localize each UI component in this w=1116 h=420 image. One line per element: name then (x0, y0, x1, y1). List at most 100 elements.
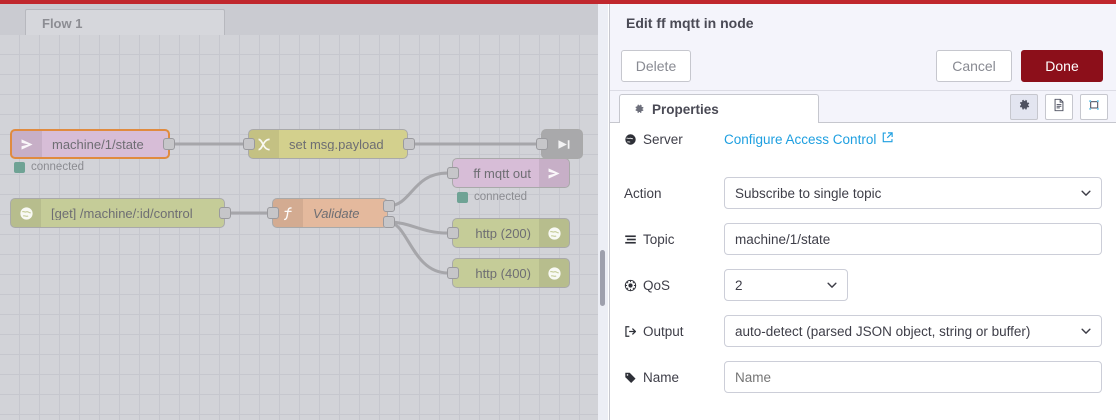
flow-node-mqtt-in[interactable]: machine/1/state (10, 129, 170, 159)
flow-tab-strip: Flow 1 (0, 4, 598, 36)
port-http-400-in[interactable] (447, 267, 459, 279)
gear-icon (1017, 98, 1031, 117)
cancel-button[interactable]: Cancel (936, 50, 1012, 82)
function-icon (273, 199, 303, 227)
flow-node-http-400-label: http (400) (475, 266, 531, 280)
chevron-down-icon (1077, 325, 1092, 337)
panel-description-icon-button[interactable] (1045, 94, 1073, 120)
action-select[interactable]: Subscribe to single topic (724, 177, 1102, 209)
tab-properties-label: Properties (652, 101, 719, 117)
port-http-200-in[interactable] (447, 227, 459, 239)
document-icon (1052, 98, 1066, 117)
flow-node-function[interactable]: Validate (272, 198, 388, 228)
node-properties-form: Server Configure Access Control Action (610, 123, 1116, 419)
status-dot (457, 191, 468, 203)
configure-access-control-label: Configure Access Control (724, 131, 877, 147)
topic-input[interactable] (724, 223, 1102, 255)
gear-icon (633, 103, 645, 115)
flow-tab-label: Flow 1 (42, 15, 83, 31)
mqtt-icon (12, 131, 42, 157)
port-change-in[interactable] (243, 138, 255, 150)
flow-node-http-400[interactable]: http (400) (452, 258, 570, 288)
label-topic: Topic (624, 232, 724, 247)
form-row-action: Action Subscribe to single topic (624, 177, 1102, 209)
form-row-name: Name (624, 361, 1102, 393)
globe-icon (539, 219, 569, 247)
output-select[interactable]: auto-detect (parsed JSON object, string … (724, 315, 1102, 347)
qos-select-value: 2 (735, 277, 743, 293)
port-mqtt-out-in[interactable] (447, 167, 459, 179)
chevron-down-icon (1080, 187, 1092, 199)
label-topic-text: Topic (643, 231, 675, 247)
label-server-text: Server (643, 131, 683, 147)
flow-canvas[interactable]: machine/1/state connected set msg.payloa… (0, 35, 598, 420)
flow-node-http-in[interactable]: [get] /machine/:id/control (10, 198, 225, 228)
port-http-in-out[interactable] (219, 207, 231, 219)
chevron-down-icon (826, 279, 838, 291)
appearance-icon (1087, 98, 1101, 117)
action-select-value: Subscribe to single topic (735, 185, 882, 201)
globe-icon (624, 133, 637, 146)
flow-node-mqtt-out-label: ff mqtt out (473, 166, 531, 180)
label-name-text: Name (643, 369, 680, 385)
label-output: Output (624, 324, 724, 339)
flow-tab-flow-1[interactable]: Flow 1 (25, 9, 225, 36)
tag-icon (624, 371, 637, 384)
done-button[interactable]: Done (1021, 50, 1103, 82)
status-mqtt-out: connected (457, 191, 527, 203)
flow-node-change[interactable]: set msg.payload (248, 129, 408, 159)
configure-access-control-link[interactable]: Configure Access Control (724, 131, 894, 147)
flow-node-mqtt-in-label: machine/1/state (52, 137, 144, 151)
list-icon (624, 233, 637, 246)
status-text: connected (474, 191, 528, 203)
status-dot (14, 161, 25, 173)
sign-out-icon (624, 325, 637, 338)
flow-node-change-label: set msg.payload (289, 137, 384, 151)
qos-select[interactable]: 2 (724, 269, 848, 301)
panel-button-bar: Delete Cancel Done (610, 42, 1116, 91)
panel-properties-icon-button[interactable] (1010, 94, 1038, 120)
page-title: Edit ff mqtt in node (626, 15, 754, 31)
label-action-text: Action (624, 185, 662, 201)
target-icon (624, 279, 637, 292)
port-function-out1[interactable] (383, 200, 395, 212)
tab-properties[interactable]: Properties (619, 94, 819, 123)
form-row-server: Server Configure Access Control (624, 131, 1102, 147)
flow-node-mqtt-out[interactable]: ff mqtt out (452, 158, 570, 188)
port-mqtt-in-out[interactable] (163, 138, 175, 150)
port-change-out[interactable] (403, 138, 415, 150)
label-qos: QoS (624, 278, 724, 293)
form-row-topic: Topic (624, 223, 1102, 255)
flow-editor-pane: Flow 1 (0, 4, 598, 420)
flow-node-http-200[interactable]: http (200) (452, 218, 570, 248)
edit-node-panel: Edit ff mqtt in node Delete Cancel Done (609, 4, 1116, 420)
panel-tabs-row: Properties (610, 91, 1116, 123)
flow-node-function-label: Validate (313, 206, 360, 220)
port-function-out2[interactable] (383, 216, 395, 228)
status-mqtt-in: connected (14, 161, 84, 173)
flow-node-http-200-label: http (200) (475, 226, 531, 240)
done-button-label: Done (1045, 58, 1079, 74)
flow-node-debug[interactable] (541, 129, 583, 159)
label-server: Server (624, 132, 724, 147)
name-input[interactable] (724, 361, 1102, 393)
port-function-in[interactable] (267, 207, 279, 219)
form-row-qos: QoS 2 (624, 269, 1102, 301)
canvas-scrollbar-track[interactable] (598, 4, 608, 420)
status-text: connected (31, 161, 85, 173)
output-select-value: auto-detect (parsed JSON object, string … (735, 323, 1031, 339)
panel-title-bar: Edit ff mqtt in node (610, 4, 1116, 42)
canvas-scrollbar-thumb[interactable] (600, 250, 605, 306)
globe-icon (539, 259, 569, 287)
delete-button[interactable]: Delete (621, 50, 691, 82)
port-debug-in[interactable] (536, 138, 548, 150)
top-accent-bar (0, 0, 1116, 4)
panel-appearance-icon-button[interactable] (1080, 94, 1108, 120)
globe-icon (11, 199, 41, 227)
label-action: Action (624, 186, 724, 201)
cancel-button-label: Cancel (952, 58, 996, 74)
delete-button-label: Delete (635, 58, 677, 74)
label-name: Name (624, 370, 724, 385)
label-output-text: Output (643, 323, 684, 339)
